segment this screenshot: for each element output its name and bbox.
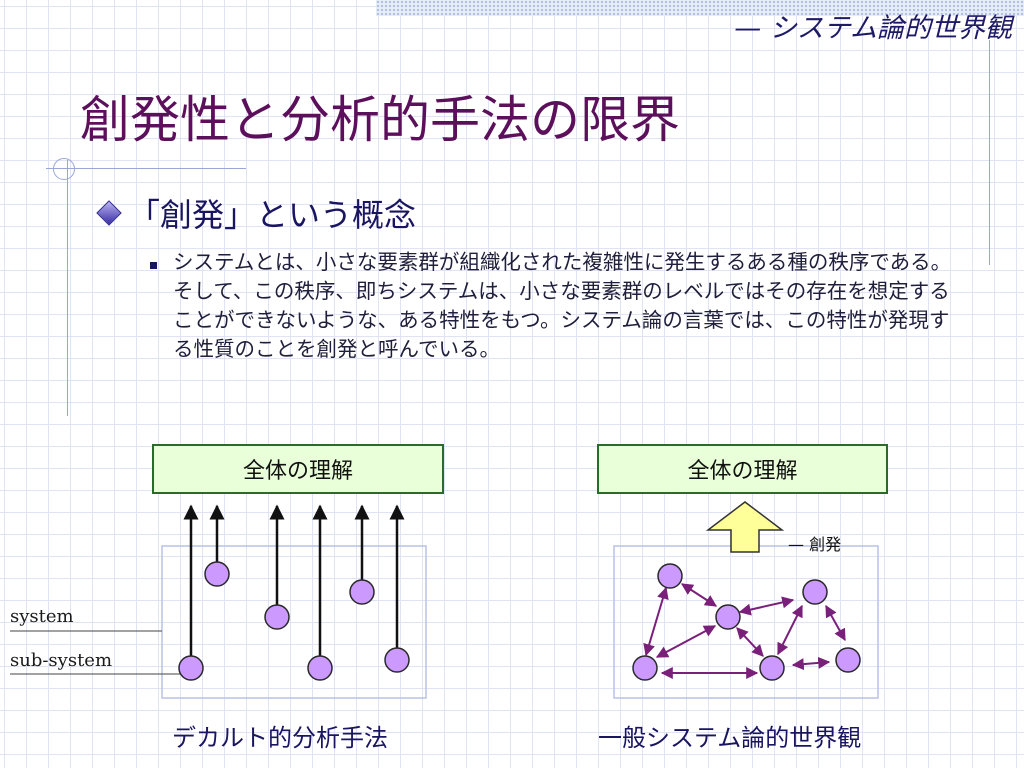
bullet-level2-text: システムとは、小さな要素群が組織化された複雑性に発生するある種の秩序である。そし… bbox=[173, 248, 953, 364]
net-edge-6 bbox=[777, 604, 803, 656]
section-title: — システム論的世界観 bbox=[734, 13, 1012, 44]
right-node-6 bbox=[835, 647, 861, 673]
bullet-level2: システムとは、小さな要素群が組織化された複雑性に発生するある種の秩序である。そし… bbox=[150, 248, 960, 364]
left-node-5 bbox=[349, 579, 375, 605]
left-node-6 bbox=[384, 647, 410, 673]
net-edge-9 bbox=[791, 656, 831, 671]
left-whole-understanding-box: 全体の理解 bbox=[152, 444, 444, 494]
net-edge-4 bbox=[738, 596, 795, 616]
bullet-text-part-2: 小さな要素群のレベルではその存在を想定することができないような、ある特性 bbox=[173, 279, 950, 332]
bullet-text-part-0: システムとは、小さな要素群が組織化された複雑性に発生するある種の秩序 bbox=[173, 250, 870, 274]
decor-horizontal-line bbox=[46, 168, 246, 169]
net-edge-7 bbox=[825, 604, 846, 642]
net-edge-1 bbox=[643, 586, 669, 657]
right-node-5 bbox=[759, 655, 785, 681]
emergence-arrow-icon bbox=[705, 501, 785, 553]
emergence-label: — 創発 bbox=[788, 535, 842, 554]
subsystem-label: sub-system bbox=[10, 650, 113, 671]
left-node-3 bbox=[264, 604, 290, 630]
left-node-2 bbox=[204, 561, 230, 587]
bullet-text-part-5: と呼んでいる。 bbox=[357, 337, 500, 361]
net-edge-3 bbox=[655, 625, 717, 658]
net-edge-2 bbox=[680, 583, 718, 607]
right-caption: 一般システム論的世界観 bbox=[598, 724, 862, 752]
decor-vertical-line-left bbox=[67, 160, 68, 416]
bullet-level1: 「創発」という概念 bbox=[96, 190, 417, 236]
right-node-3 bbox=[802, 579, 828, 605]
bullet-text-part-1: である。そして、この秩序、即ちシステムは、 bbox=[173, 250, 952, 303]
left-node-1 bbox=[178, 655, 204, 681]
bullet-text-part-4: 創発 bbox=[316, 337, 358, 361]
decor-circle bbox=[53, 158, 75, 180]
slide-title: 創発性と分析的手法の限界 bbox=[80, 91, 680, 149]
bullet-text-part-3: をもつ。システム論の言葉では、この特性が発現する性質のことを bbox=[173, 308, 950, 361]
square-bullet-icon bbox=[150, 262, 157, 269]
bullet-level1-text: 「創発」という概念 bbox=[128, 196, 417, 234]
decor-vertical-line-right bbox=[989, 40, 990, 265]
left-node-4 bbox=[307, 655, 333, 681]
right-node-2 bbox=[715, 604, 741, 630]
net-edge-5 bbox=[736, 627, 764, 657]
right-node-4 bbox=[632, 655, 658, 681]
system-label: system bbox=[10, 606, 74, 627]
left-caption: デカルト的分析手法 bbox=[172, 724, 388, 752]
right-node-1 bbox=[657, 563, 683, 589]
top-decor-band bbox=[376, 0, 1024, 16]
left-panel-frame bbox=[161, 545, 427, 699]
right-whole-understanding-box: 全体の理解 bbox=[597, 444, 888, 494]
